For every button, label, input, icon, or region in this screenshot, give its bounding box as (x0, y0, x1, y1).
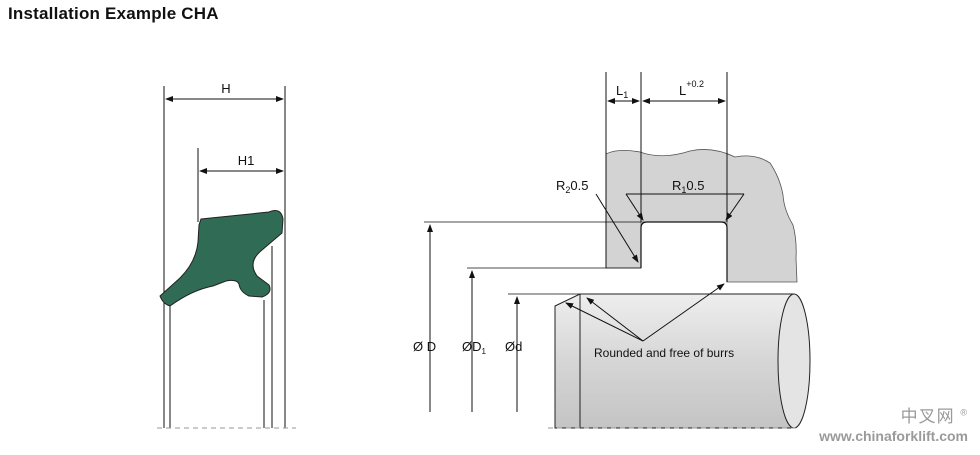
radius-r2-label: R20.5 (556, 178, 588, 195)
shaft-body (554, 293, 795, 429)
radius-r1-leader-left (625, 193, 644, 221)
note-label: Rounded and free of burrs (594, 346, 734, 360)
right-installation-figure: L1 L+0.2 R20.5 R10.5 Ø D ØD1 Ød Rounded … (157, 72, 811, 429)
note-leader-2 (586, 297, 644, 342)
dimension-h-label: H (221, 81, 230, 96)
note-leader-1 (565, 302, 644, 342)
dimension-h1-label: H1 (238, 153, 255, 168)
dimension-l1-label: L1 (616, 83, 628, 100)
radius-r1-leader-right (725, 193, 745, 221)
radius-r2-leader (595, 193, 639, 263)
seal-cross-section (159, 210, 284, 307)
dimension-small-d-label: Ød (505, 339, 522, 354)
shaft-end-face (777, 293, 811, 429)
watermark-url: www.chinaforklift.com (819, 427, 968, 444)
watermark-brand: 中叉网 ® (900, 407, 968, 427)
dimension-l-label: L+0.2 (679, 79, 704, 98)
dimension-d1-label: ØD1 (462, 339, 487, 356)
page-title: Installation Example CHA (8, 4, 219, 23)
note-leader-3 (642, 283, 725, 342)
dimension-d-label: Ø D (413, 339, 436, 354)
watermark: 中叉网 ® www.chinaforklift.com (819, 406, 968, 445)
radius-r1-label: R10.5 (672, 178, 704, 195)
groove-contour (640, 221, 728, 282)
left-seal-figure: H H1 (159, 81, 286, 428)
housing-section (605, 149, 798, 283)
